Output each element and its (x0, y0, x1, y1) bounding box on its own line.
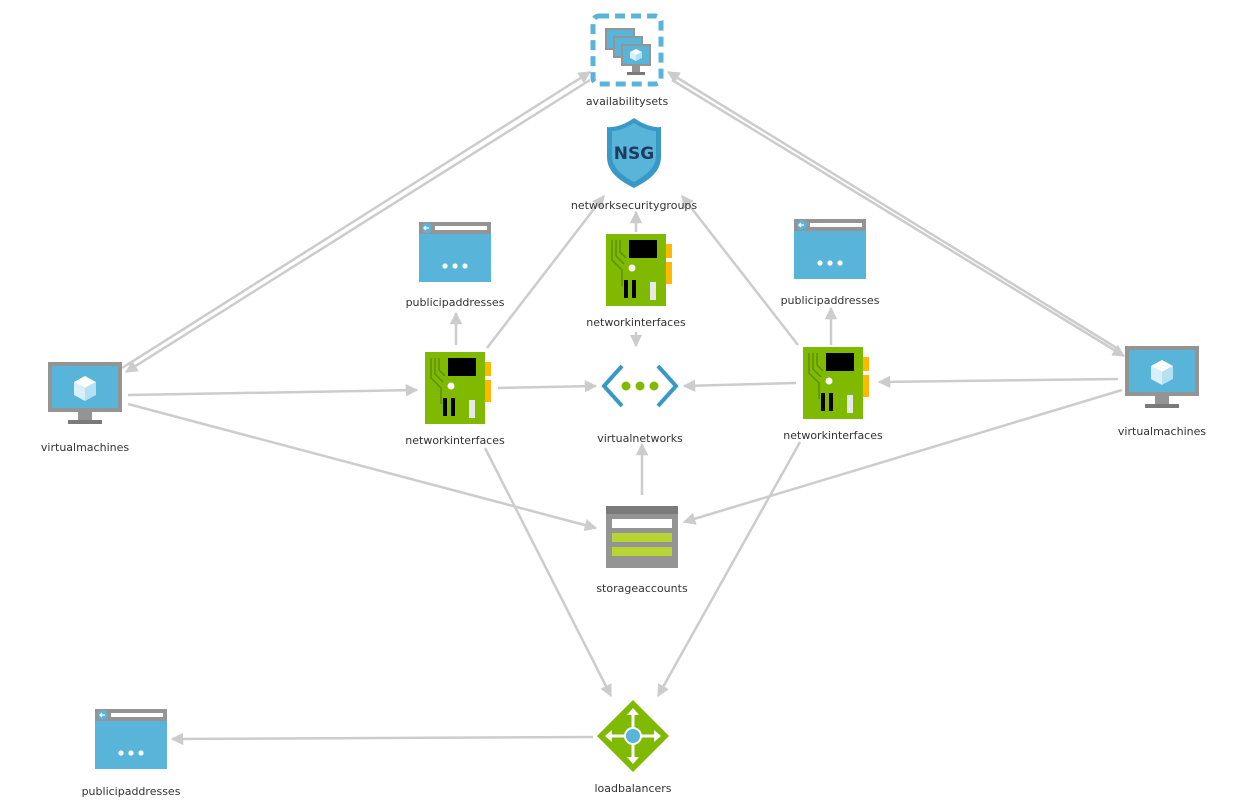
node-label: virtualmachines (41, 441, 129, 454)
virtual-machine-icon (1125, 346, 1199, 408)
edge-nic-right-to-vnet (682, 379, 797, 392)
public-ip-icon (794, 219, 866, 279)
storage-account-icon (606, 506, 678, 568)
node-label: publicipaddresses (406, 296, 505, 309)
node-storageaccounts[interactable]: storageaccounts (596, 506, 688, 595)
edges-layer (121, 70, 1126, 746)
node-label: virtualmachines (1118, 425, 1206, 438)
nsg-shield-icon: NSG (607, 118, 661, 188)
edge-availabilitysets-to-vm-left (124, 78, 591, 374)
edge-nic-left-to-vnet (497, 379, 598, 393)
node-label: storageaccounts (596, 582, 688, 595)
node-networkinterfaces[interactable]: networkinterfaces (405, 352, 505, 447)
node-publicipaddresses[interactable]: publicipaddresses (82, 709, 181, 798)
nsg-icon-text: NSG (614, 144, 654, 164)
node-virtualnetworks[interactable]: virtualnetworks (597, 364, 683, 445)
edge-nic-left-to-lb (483, 447, 613, 698)
node-loadbalancers[interactable]: loadbalancers (594, 700, 672, 795)
node-publicipaddresses[interactable]: publicipaddresses (406, 222, 505, 309)
public-ip-icon (419, 222, 491, 282)
edge-vm-right-to-availabilitysets (666, 70, 1121, 352)
edge-availabilitysets-to-vm-right (671, 78, 1126, 358)
edge-vm-left-to-storage (127, 402, 598, 532)
availability-set-icon (590, 13, 664, 87)
edge-nic-right-to-lb (656, 441, 802, 698)
node-label: networksecuritygroups (571, 199, 698, 212)
edge-lb-to-pip-bottom (170, 732, 594, 746)
node-label: networkinterfaces (586, 316, 686, 329)
public-ip-icon (95, 709, 167, 769)
node-label: virtualnetworks (597, 432, 683, 445)
node-virtualmachines[interactable]: virtualmachines (1118, 346, 1206, 438)
edge-vm-left-to-availabilitysets (121, 70, 592, 370)
node-label: networkinterfaces (783, 429, 883, 442)
node-networkinterfaces[interactable]: networkinterfaces (783, 347, 883, 442)
node-label: publicipaddresses (781, 294, 880, 307)
node-label: availabilitysets (586, 95, 669, 108)
node-label: networkinterfaces (405, 434, 505, 447)
network-interface-icon (803, 347, 869, 419)
node-label: loadbalancers (594, 782, 671, 795)
virtual-network-icon (601, 364, 679, 408)
node-networkinterfaces[interactable]: networkinterfaces (586, 234, 686, 329)
network-interface-icon (606, 234, 672, 306)
node-virtualmachines[interactable]: virtualmachines (41, 362, 129, 454)
edge-nic-left-to-nsg (486, 195, 605, 349)
node-label: publicipaddresses (82, 785, 181, 798)
network-interface-icon (425, 352, 491, 424)
edge-vm-right-to-storage (682, 388, 1123, 525)
edge-vm-left-to-nic-left (127, 383, 419, 397)
node-availabilitysets[interactable]: availabilitysets (586, 13, 669, 108)
load-balancer-icon (597, 700, 669, 772)
node-publicipaddresses[interactable]: publicipaddresses (781, 219, 880, 307)
virtual-machine-icon (48, 362, 122, 424)
node-networksecuritygroups[interactable]: NSG networksecuritygroups (571, 118, 698, 212)
edge-vm-right-to-nic-right (877, 375, 1119, 389)
edge-nic-right-to-nsg (681, 195, 799, 346)
